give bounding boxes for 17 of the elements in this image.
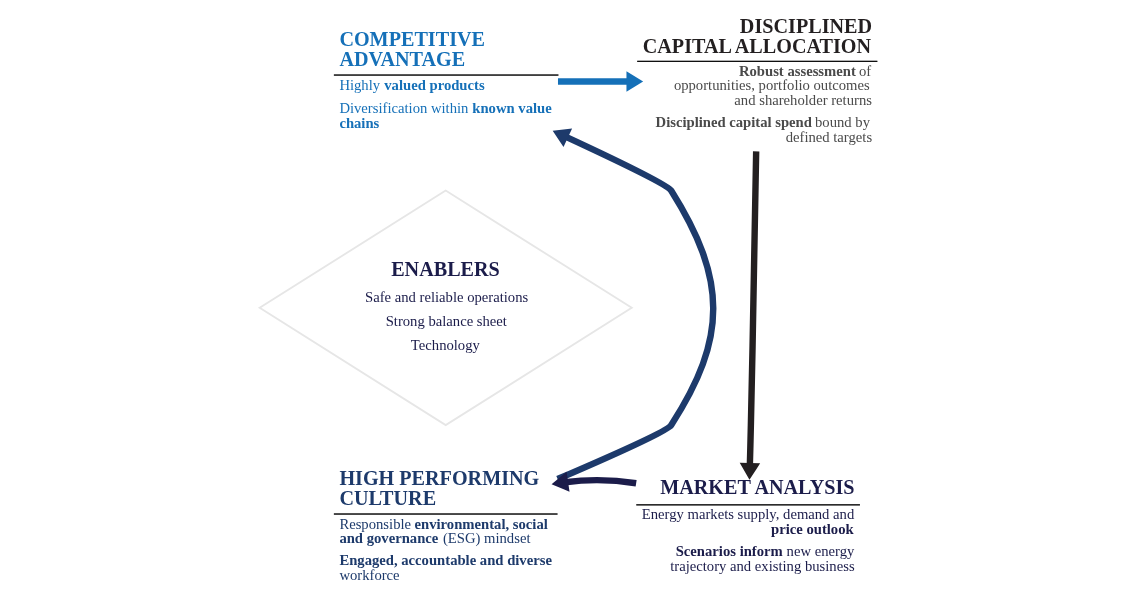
arrow	[557, 71, 643, 92]
arrow	[552, 128, 716, 482]
node-label: Engaged, accountable and diverse workforce	[338, 552, 552, 583]
arrow	[551, 471, 637, 492]
node-label: Highly valued products	[338, 76, 485, 93]
node-label: HIGH PERFORMING CULTURE	[338, 467, 539, 510]
node-label: Diversification within known value chains	[338, 100, 552, 132]
node-label: COMPETITIVE ADVANTAGE	[338, 28, 485, 71]
node-diamond: ENABLERS Safe and reliable operations Strong balance sheet Technology	[257, 189, 633, 427]
node-label: Disciplined capital spend bound by defined targets	[655, 114, 872, 145]
node-label: Energy markets supply, demand and price outlook	[641, 506, 854, 537]
node-label: Scenarios inform new energy trajectory and existing business	[669, 543, 855, 574]
node-label: Responsible environmental, social and governance (ESG) mindset	[338, 515, 548, 547]
node-label: DISCIPLINED CAPITAL ALLOCATION	[642, 14, 872, 57]
node-label: MARKET ANALYSIS	[659, 476, 854, 499]
node-label: Robust assessment of opportunities, portfolio outcomes and shareholder returns	[673, 62, 872, 109]
arrow	[739, 151, 760, 480]
